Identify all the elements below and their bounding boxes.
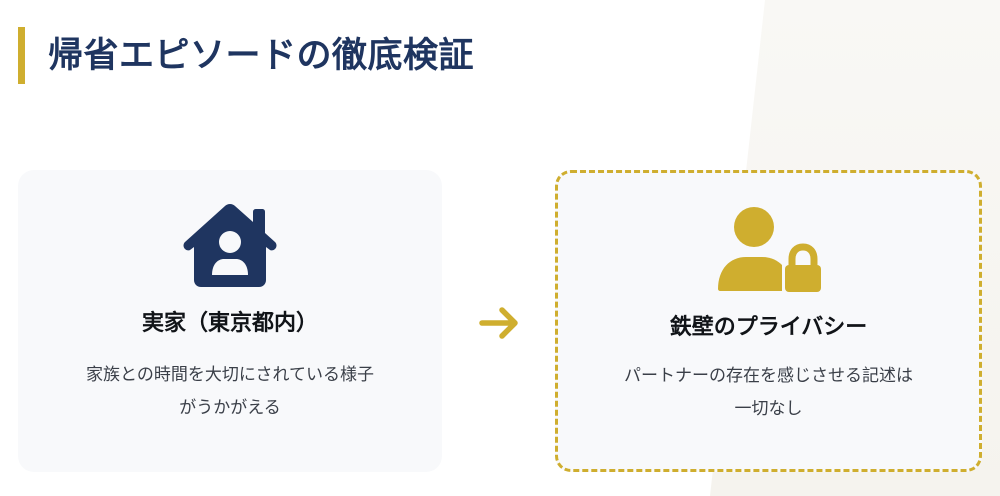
card-description-line: 家族との時間を大切にされている様子 — [86, 365, 374, 385]
card-title: 実家（東京都内） — [141, 311, 318, 336]
title-accent-bar — [18, 27, 25, 84]
page-header: 帰省エピソードの徹底検証 — [18, 27, 474, 84]
card-title: 鉄壁のプライバシー — [669, 315, 868, 340]
page-title: 帰省エピソードの徹底検証 — [48, 36, 475, 76]
card-family-home: 実家（東京都内） 家族との時間を大切にされている様子 がうかがえる — [18, 170, 442, 472]
house-user-icon — [182, 202, 278, 292]
user-lock-icon — [716, 207, 822, 297]
card-description: 家族との時間を大切にされている様子 がうかがえる — [18, 359, 442, 425]
card-privacy: 鉄壁のプライバシー パートナーの存在を感じさせる記述は 一切なし — [555, 170, 982, 472]
arrow-right-icon — [478, 306, 520, 344]
card-description-line: 一切なし — [734, 399, 803, 419]
card-description: パートナーの存在を感じさせる記述は 一切なし — [558, 360, 979, 426]
card-description-line: がうかがえる — [179, 398, 281, 418]
card-description-line: パートナーの存在を感じさせる記述は — [624, 366, 913, 386]
